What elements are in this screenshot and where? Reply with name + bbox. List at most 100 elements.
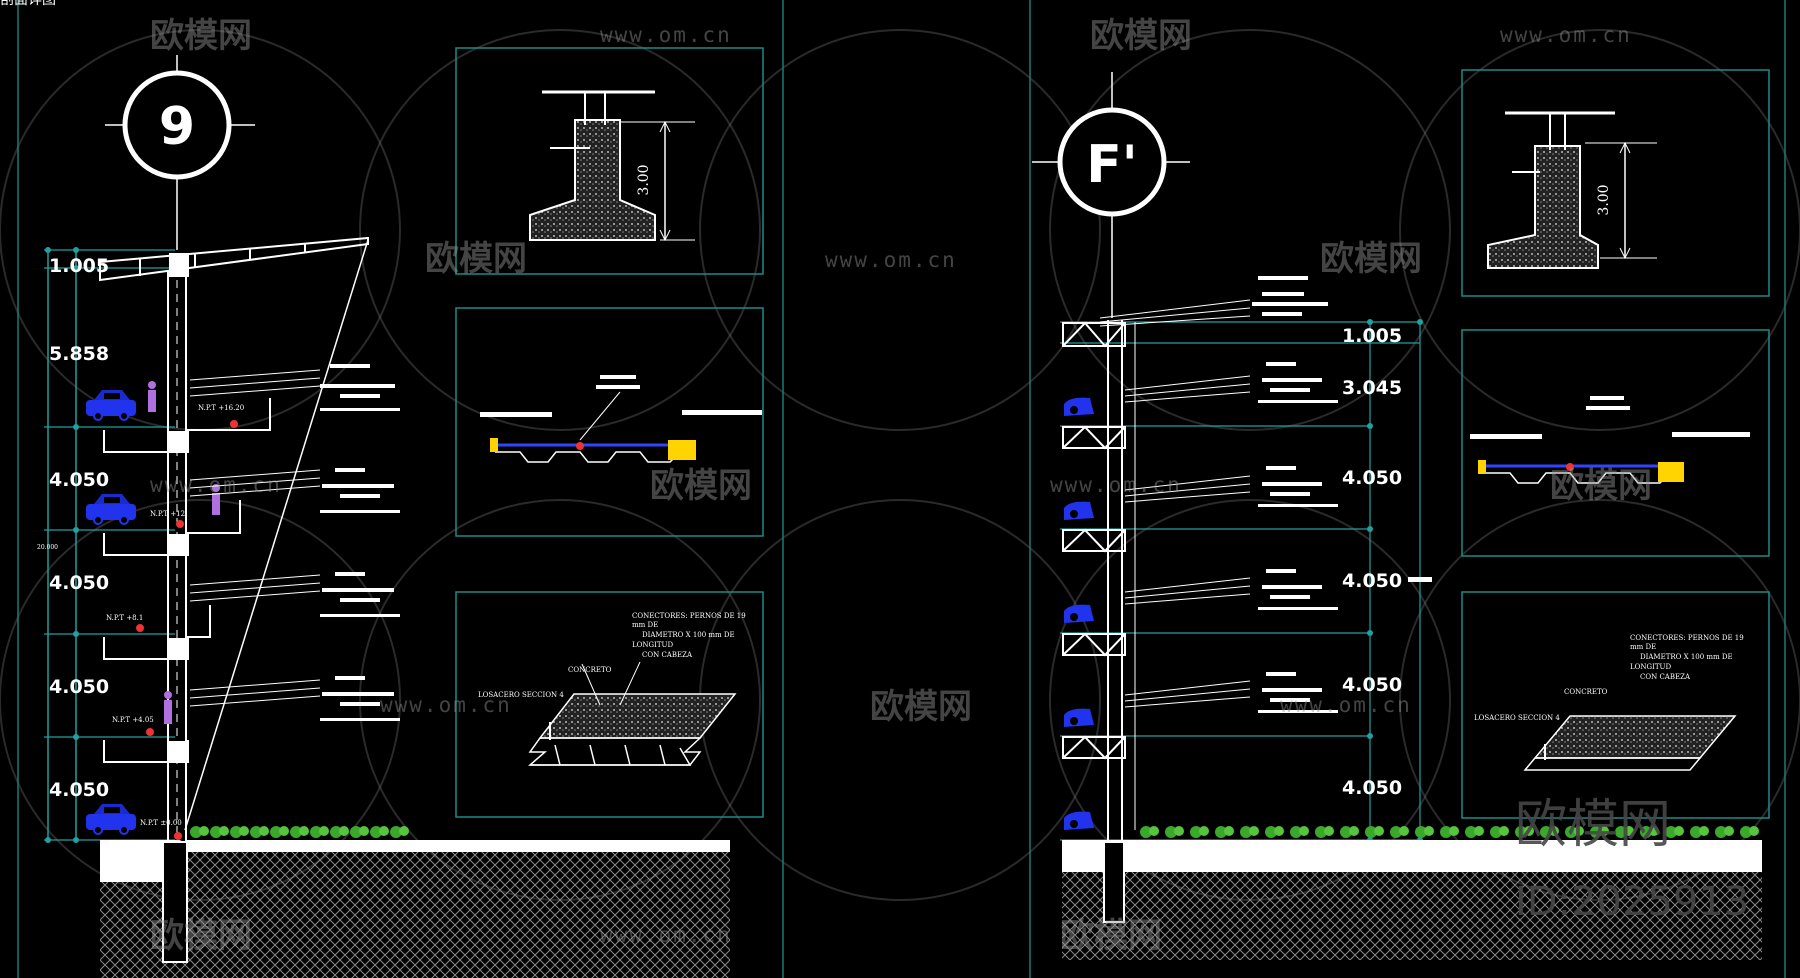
dim-left-6: 4.050 <box>49 779 109 801</box>
leader-notes-right <box>1099 299 1251 708</box>
watermark-id: ID:2025913 <box>1515 879 1749 925</box>
gutter-detail <box>480 375 762 463</box>
total-height-label: 20.000 <box>37 544 58 551</box>
watermark-brand: 欧模网 <box>150 916 252 956</box>
dim-right-1: 1.005 <box>1342 325 1402 347</box>
dim-left-2: 5.858 <box>49 343 109 365</box>
watermark-url: www.om.cn <box>600 923 732 947</box>
left-section: 9 1.005 5.858 4.050 <box>37 55 730 978</box>
note-bars-right <box>1252 276 1432 713</box>
connector-note: CON CABEZA <box>642 651 693 659</box>
sheet-title: 剖面详图 <box>0 0 56 8</box>
detail-panel <box>1461 69 1770 297</box>
level-labels-left: N.P.T +16.20 N.P.T +12 N.P.T +8.1 N.P.T … <box>106 404 244 840</box>
dim-left-4: 4.050 <box>49 572 109 594</box>
deck-label: LOSACERO SECCION 4 <box>478 691 564 699</box>
watermark-brand: 欧模网 <box>150 16 252 56</box>
watermark-url: www.om.cn <box>150 473 282 497</box>
deck-label: LOSACERO SECCION 4 <box>1474 714 1560 722</box>
leader-notes-left <box>189 369 321 707</box>
right-section: F' <box>1032 72 1762 960</box>
parapet-detail: 3.00 <box>1487 111 1657 269</box>
connector-note: CONECTORES: PERNOS DE 19 <box>632 612 746 620</box>
detail-panel <box>1461 329 1770 557</box>
grid-axis-label-right: F' <box>1086 135 1137 195</box>
dim-left-1: 1.005 <box>49 255 109 277</box>
truss-floors-right <box>1062 321 1126 760</box>
connector-note: LONGITUD <box>1630 663 1671 671</box>
gutter-detail <box>1470 396 1750 484</box>
watermark-brand: 欧模网 <box>425 239 527 279</box>
person-icon <box>148 381 156 412</box>
watermark-url: www.om.cn <box>825 248 957 272</box>
car-icon <box>85 389 137 421</box>
grid-bubble-left: 9 <box>105 55 255 250</box>
dim-right-6: 4.050 <box>1342 777 1402 799</box>
dim-left-5: 4.050 <box>49 676 109 698</box>
person-icon <box>164 691 172 724</box>
watermark-brand: 欧模网 <box>1320 239 1422 279</box>
watermark-brand: 欧模网 <box>650 466 752 506</box>
detail-panel <box>455 591 764 818</box>
car-icon <box>1064 501 1094 520</box>
connector-note: CONECTORES: PERNOS DE 19 <box>1630 634 1744 642</box>
dim-right-3: 4.050 <box>1342 467 1402 489</box>
dim-right-4: 4.050 <box>1342 570 1402 592</box>
concrete-label: CONCRETO <box>568 666 612 674</box>
level-label: N.P.T +12 <box>150 510 185 518</box>
watermark-url: www.om.cn <box>1280 693 1412 717</box>
connector-note: DIAMETRO X 100 mm DE <box>1640 653 1733 661</box>
connector-note: CON CABEZA <box>1640 673 1691 681</box>
dim-right-2: 3.045 <box>1342 377 1402 399</box>
watermarks: 欧模网 www.om.cn 欧模网 www.om.cn 欧模网 www.om.c… <box>150 16 1749 956</box>
watermark-url: www.om.cn <box>380 693 512 717</box>
deck-detail: CONECTORES: PERNOS DE 19 mm DE DIAMETRO … <box>478 612 746 766</box>
grid-axis-label-left: 9 <box>159 97 195 157</box>
sheet-frame <box>17 0 1786 978</box>
detail-panel <box>1461 591 1770 819</box>
concrete-label: CONCRETO <box>1564 688 1608 696</box>
connector-note: DIAMETRO X 100 mm DE <box>642 631 735 639</box>
parapet-detail: 3.00 <box>529 90 695 242</box>
car-icon <box>1064 604 1094 623</box>
level-label: N.P.T +16.20 <box>198 404 244 412</box>
watermark-big: 欧模网 <box>1515 795 1671 855</box>
watermark-url: www.om.cn <box>1500 23 1632 47</box>
connector-note: mm DE <box>1630 643 1656 651</box>
parapet-dim: 3.00 <box>636 164 652 195</box>
detail-panels-left: 3.00 CONECTORES: PERNOS DE 19 mm DE DIAM… <box>455 47 764 818</box>
deck-detail: CONECTORES: PERNOS DE 19 mm DE DIAMETRO … <box>1474 634 1744 771</box>
car-icon <box>1064 811 1094 830</box>
watermark-url: www.om.cn <box>1050 473 1182 497</box>
shrubs-left <box>190 826 409 838</box>
level-label: N.P.T +4.05 <box>112 716 154 724</box>
watermark-brand: 欧模网 <box>870 687 972 727</box>
watermark-brand: 欧模网 <box>1550 466 1652 506</box>
floor-slabs-left <box>103 398 271 763</box>
roof-truss-left <box>99 236 369 282</box>
dim-right-5: 4.050 <box>1342 674 1402 696</box>
parapet-dim: 3.00 <box>1596 184 1612 215</box>
detail-panel <box>455 47 764 275</box>
watermark-brand: 欧模网 <box>1060 916 1162 956</box>
car-icon <box>85 493 137 525</box>
note-bars-left <box>320 364 400 721</box>
detail-panel <box>455 307 764 537</box>
column-right <box>1107 320 1136 840</box>
watermark-brand: 欧模网 <box>1090 16 1192 56</box>
detail-panels-right: 3.00 CONECTORES: PERNOS DE 19 mm DE DIAM… <box>1461 69 1770 819</box>
tension-rod-left <box>184 239 369 831</box>
car-icon <box>1064 708 1094 727</box>
ground-right <box>1062 840 1762 960</box>
ground-left <box>100 840 730 978</box>
car-icon <box>85 803 137 835</box>
connector-note: mm DE <box>632 621 658 629</box>
left-dimension-column: 1.005 5.858 4.050 4.050 4.050 4.050 20.0… <box>37 247 175 843</box>
car-icon <box>1064 397 1094 416</box>
level-label: N.P.T ±0.00 <box>140 819 182 827</box>
dim-left-3: 4.050 <box>49 469 109 491</box>
level-label: N.P.T +8.1 <box>106 614 143 622</box>
connector-note: LONGITUD <box>632 641 673 649</box>
watermark-url: www.om.cn <box>600 23 732 47</box>
